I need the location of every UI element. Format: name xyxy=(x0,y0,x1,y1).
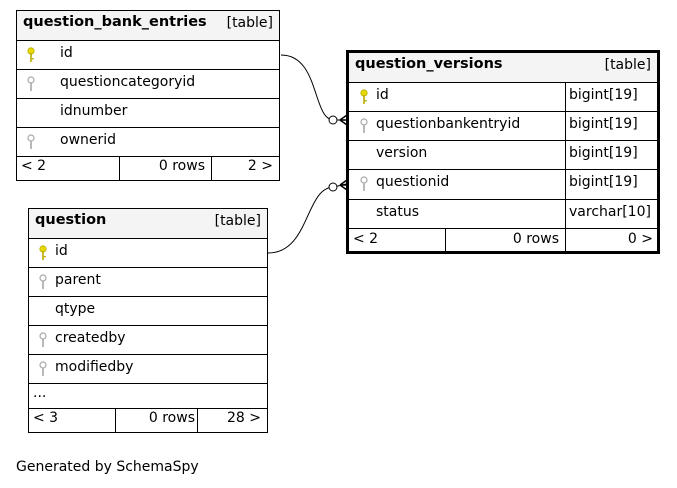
table-row[interactable]: id xyxy=(29,239,267,268)
table-name: question_versions xyxy=(355,56,503,72)
column-type: bigint[19] xyxy=(569,116,638,132)
table-header: question_bank_entries [table] xyxy=(17,11,279,41)
foreign-key-icon xyxy=(27,134,35,149)
column-type: varchar[10] xyxy=(569,204,651,220)
row-count: 0 rows xyxy=(148,410,195,426)
table-row[interactable]: modifiedby xyxy=(29,355,267,384)
foreign-key-icon xyxy=(39,332,47,347)
more-columns-row: ... xyxy=(29,384,267,409)
column-name: questionbankentryid xyxy=(376,116,521,132)
children-link[interactable]: 0 > xyxy=(627,231,653,247)
generated-by-note: Generated by SchemaSpy xyxy=(16,459,199,475)
table-row[interactable]: parent xyxy=(29,268,267,297)
children-link[interactable]: 28 > xyxy=(227,410,261,426)
table-row[interactable]: version bigint[19] xyxy=(349,141,657,170)
table-header: question_versions [table] xyxy=(349,53,657,83)
primary-key-icon xyxy=(360,89,368,104)
column-name: createdby xyxy=(55,330,126,346)
table-row[interactable]: ownerid xyxy=(17,128,279,157)
column-name: questionid xyxy=(376,174,450,190)
row-count: 0 rows xyxy=(158,158,205,174)
parents-link[interactable]: < 2 xyxy=(353,231,379,247)
table-row[interactable]: questionid bigint[19] xyxy=(349,170,657,200)
relationship-question-optional-marker xyxy=(328,182,338,192)
table-row[interactable]: questioncategoryid xyxy=(17,70,279,99)
foreign-key-icon xyxy=(39,361,47,376)
column-name: status xyxy=(376,204,420,220)
table-row[interactable]: createdby xyxy=(29,326,267,355)
table-footer: < 2 0 rows 0 > xyxy=(349,229,657,251)
parents-link[interactable]: < 3 xyxy=(33,410,59,426)
row-count: 0 rows xyxy=(512,231,559,247)
column-name: qtype xyxy=(55,301,96,317)
column-type: bigint[19] xyxy=(569,87,638,103)
table-row[interactable]: questionbankentryid bigint[19] xyxy=(349,112,657,141)
parents-link[interactable]: < 2 xyxy=(21,158,47,174)
table-row[interactable]: idnumber xyxy=(17,99,279,128)
table-name: question_bank_entries xyxy=(23,14,207,30)
table-question-bank-entries[interactable]: question_bank_entries [table] id questio… xyxy=(16,10,280,181)
table-name: question xyxy=(35,212,107,228)
relationship-qbe-to-qv xyxy=(280,54,346,121)
table-header: question [table] xyxy=(29,209,267,239)
column-name: modifiedby xyxy=(55,359,134,375)
primary-key-icon xyxy=(39,245,47,260)
column-name: questioncategoryid xyxy=(60,74,196,90)
foreign-key-icon xyxy=(360,118,368,133)
column-name: idnumber xyxy=(60,103,128,119)
table-row[interactable]: status varchar[10] xyxy=(349,200,657,229)
table-footer: < 2 0 rows 2 > xyxy=(17,156,279,180)
table-footer: < 3 0 rows 28 > xyxy=(29,408,267,432)
column-type: bigint[19] xyxy=(569,145,638,161)
column-name: id xyxy=(376,87,389,103)
column-name: version xyxy=(376,145,428,161)
primary-key-icon xyxy=(27,47,35,62)
table-row[interactable]: id bigint[19] xyxy=(349,83,657,112)
relationship-question-crowfoot xyxy=(339,179,348,191)
table-row[interactable]: id xyxy=(17,41,279,70)
table-kind: [table] xyxy=(604,57,651,73)
table-kind: [table] xyxy=(226,15,273,31)
table-row[interactable]: qtype xyxy=(29,297,267,326)
relationship-question-to-qv xyxy=(267,183,347,254)
relationship-qbe-optional-marker xyxy=(328,115,338,125)
foreign-key-icon xyxy=(360,176,368,191)
column-name: ownerid xyxy=(60,132,117,148)
foreign-key-icon xyxy=(39,274,47,289)
table-kind: [table] xyxy=(214,213,261,229)
column-type: bigint[19] xyxy=(569,174,638,190)
column-name: id xyxy=(55,243,68,259)
children-link[interactable]: 2 > xyxy=(247,158,273,174)
table-question-versions[interactable]: question_versions [table] id bigint[19] … xyxy=(346,50,660,254)
column-name: id xyxy=(60,45,73,61)
more-columns-ellipsis: ... xyxy=(33,385,47,401)
relationship-qbe-crowfoot xyxy=(339,114,348,126)
table-question[interactable]: question [table] id parent qtype created… xyxy=(28,208,268,433)
foreign-key-icon xyxy=(27,76,35,91)
column-name: parent xyxy=(55,272,101,288)
